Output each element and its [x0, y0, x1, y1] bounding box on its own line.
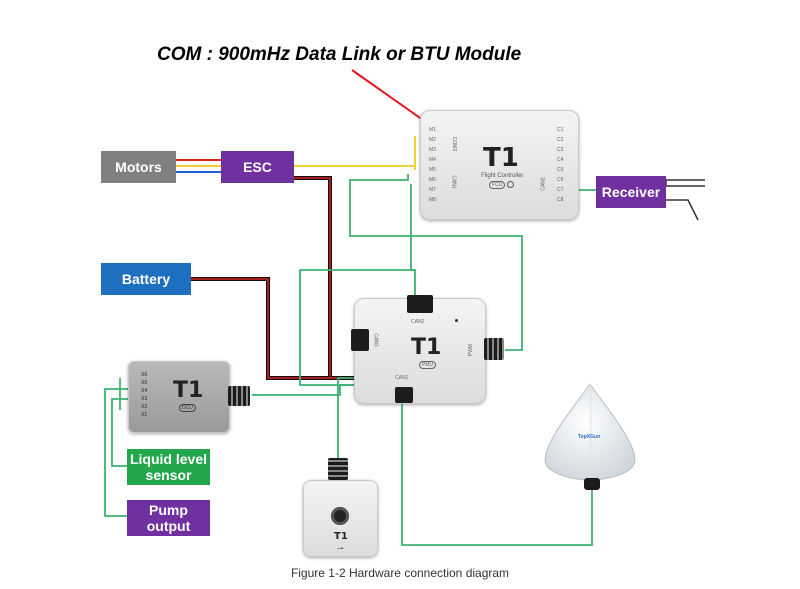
motors-block: Motors	[101, 151, 176, 183]
dcu-pin-x3: X3	[141, 396, 148, 402]
esc-label: ESC	[243, 158, 272, 175]
pmu-tag: PMU	[419, 361, 437, 369]
gps-dome-shape	[544, 383, 636, 481]
pump-output-label: Pump output	[146, 501, 191, 534]
fcu-pin-m6: M6	[429, 177, 436, 183]
liquid-level-sensor-block: Liquid level sensor	[127, 449, 210, 485]
pmu-pwm-label: PWM	[468, 343, 475, 357]
battery-block: Battery	[101, 263, 191, 295]
pmu-can2-label: CAN2	[411, 319, 425, 325]
fcu-pin-c5: C5	[557, 167, 564, 173]
fcu-pin-m2: M2	[429, 137, 436, 143]
pmu-module: T1 PMU CAN1 CAN2 CAN3 PWM	[351, 295, 486, 404]
receiver-antennas	[665, 179, 705, 221]
led-module-connector	[328, 458, 348, 480]
dcu-pin-x2: X2	[141, 404, 148, 410]
fcu-pin-m4: M4	[429, 157, 436, 163]
pmu-logo: T1	[411, 335, 442, 360]
motor-phase-wires	[176, 159, 221, 173]
gps-module: TopXGun	[540, 382, 640, 482]
fcu-pin-c4: C4	[557, 157, 564, 163]
fcu-com2-label: COM2	[451, 136, 458, 152]
pmu-status-led	[455, 319, 458, 322]
led-module: T1 ⇀	[303, 480, 378, 557]
receiver-block: Receiver	[596, 176, 666, 208]
battery-power-wire	[191, 277, 330, 380]
esc-power-wire	[294, 176, 355, 380]
fcu-pin-c7: C7	[557, 187, 564, 193]
fcu-tag: FCU	[489, 181, 506, 189]
usb-icon: ⇀	[337, 544, 344, 553]
esc-block: ESC	[221, 151, 294, 183]
flight-controller-module: T1 Flight Controller FCU M1 M2 M3 M4 M5 …	[420, 110, 579, 220]
pmu-top-port	[407, 295, 433, 313]
dcu-pin-x1: X1	[141, 412, 148, 418]
fcu-pin-c6: C6	[557, 177, 564, 183]
dcu-tag: DCU	[179, 404, 196, 412]
fcu-pin-m5: M5	[429, 167, 436, 173]
fcu-pin-c3: C3	[557, 147, 564, 153]
liquid-level-sensor-label: Liquid level sensor	[129, 450, 207, 483]
dcu-pin-x5: X5	[141, 380, 148, 386]
fcu-pin-m1: M1	[429, 127, 436, 133]
pmu-pwm-connector	[484, 338, 504, 360]
receiver-label: Receiver	[601, 183, 661, 200]
com-callout-label: COM : 900mHz Data Link or BTU Module	[157, 44, 522, 65]
fcu-pin-c8: C8	[557, 197, 564, 203]
led-module-logo: T1	[334, 531, 348, 542]
dcu-pin-x6: X6	[141, 372, 148, 378]
dcu-module: T1 DCU X6 X5 X4 X3 X2 X1	[128, 361, 230, 433]
can-wires	[104, 174, 596, 546]
dcu-connector	[228, 386, 250, 406]
pmu-can1-label: CAN1	[395, 375, 409, 381]
fcu-can1-label: CAN1	[450, 175, 457, 189]
dcu-pin-x4: X4	[141, 388, 148, 394]
gps-brand: TopXGun	[578, 434, 601, 440]
fcu-pin-c1: C1	[557, 127, 564, 133]
fcu-power-icon	[507, 181, 514, 188]
battery-label: Battery	[121, 270, 171, 287]
fcu-pin-m7: M7	[429, 187, 436, 193]
pmu-bottom-port	[395, 387, 413, 403]
figure-caption: Figure 1-2 Hardware connection diagram	[290, 566, 510, 580]
fcu-logo: T1	[483, 143, 519, 173]
pmu-left-port	[351, 329, 369, 351]
fcu-pin-c2: C2	[557, 137, 564, 143]
dcu-logo: T1	[173, 378, 204, 403]
fcu-subtitle: Flight Controller	[481, 173, 524, 179]
fcu-pin-m3: M3	[429, 147, 436, 153]
fcu-pin-m8: M8	[429, 197, 436, 203]
fcu-can2-label: CAN2	[540, 177, 547, 191]
gps-connector	[584, 478, 600, 490]
motors-label: Motors	[115, 158, 162, 175]
led-module-button	[331, 507, 349, 525]
pmu-can3-label: CAN3	[372, 333, 379, 347]
pump-output-block: Pump output	[127, 500, 210, 536]
